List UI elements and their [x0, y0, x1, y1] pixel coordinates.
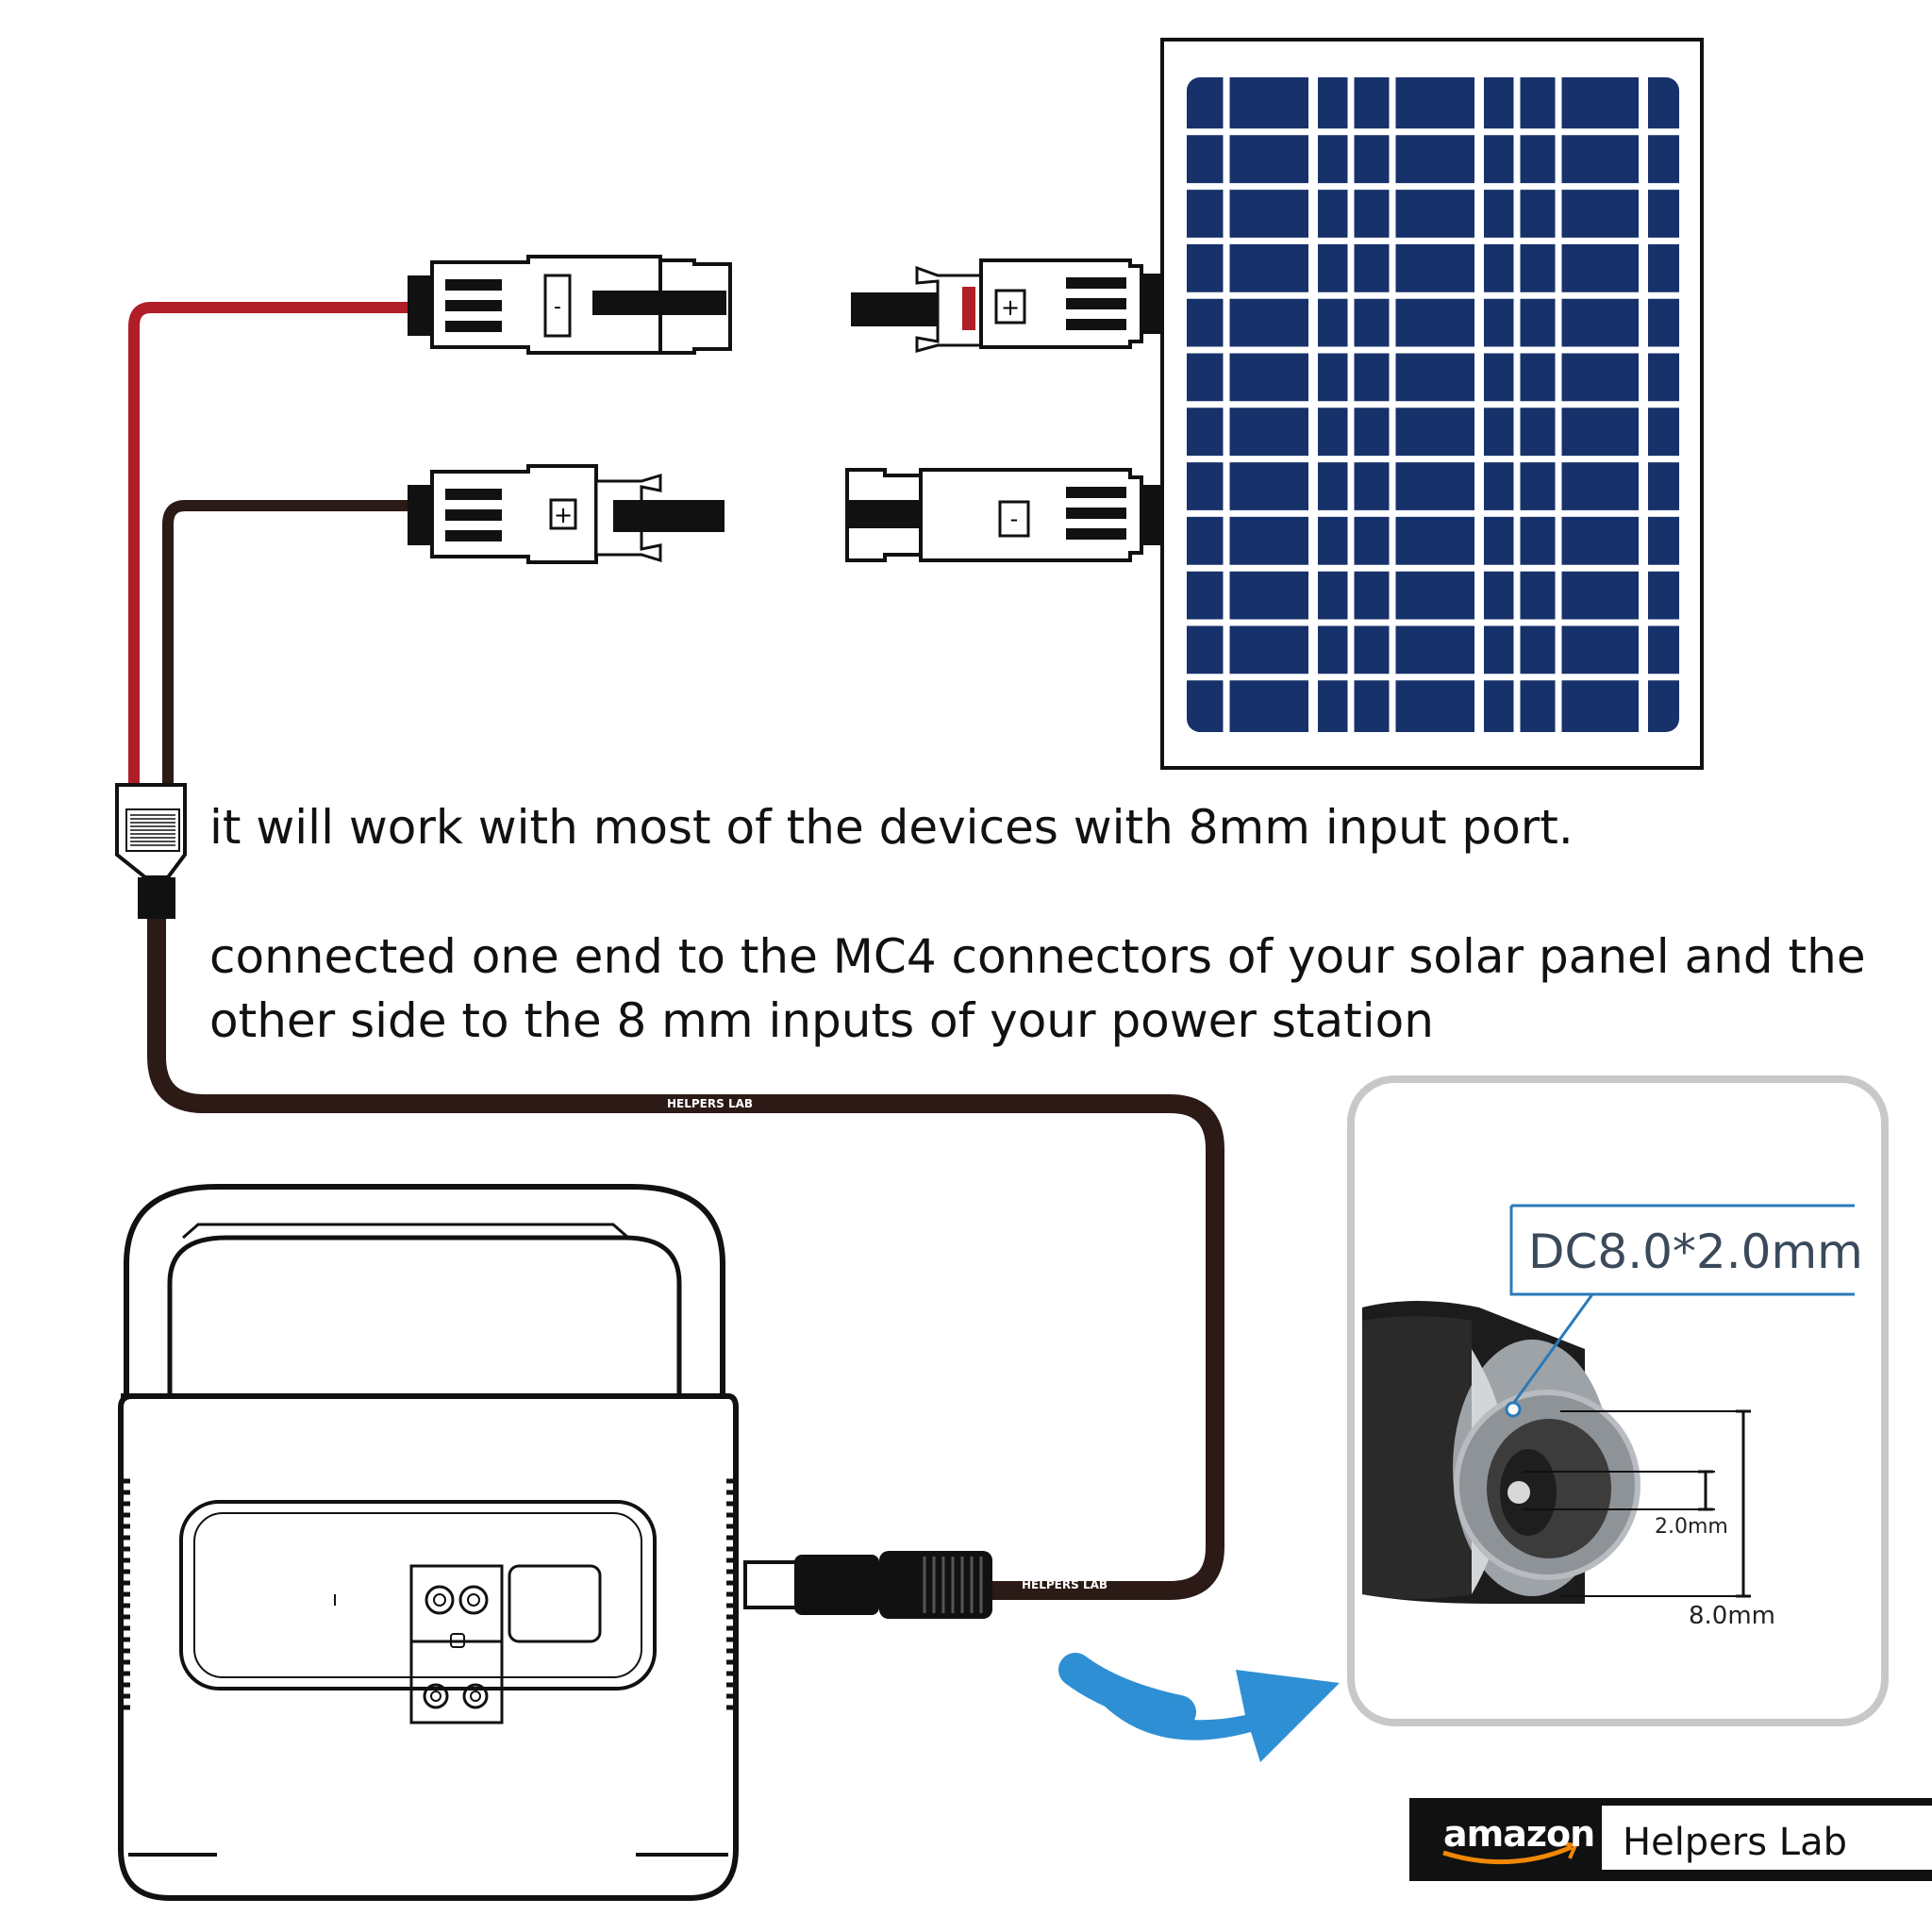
svg-text:+: +: [1001, 294, 1020, 321]
caption-instructions-line-2: other side to the 8 mm inputs of your po…: [209, 993, 1434, 1048]
connector-spec-label: DC8.0*2.0mm: [1528, 1224, 1863, 1279]
svg-text:+: +: [554, 502, 573, 528]
y-splitter: [115, 783, 187, 919]
svg-text:-: -: [554, 295, 561, 319]
positive-wire: [128, 302, 413, 798]
cable-print: HELPERS LAB: [667, 1097, 754, 1110]
main-cable: [147, 887, 1224, 1600]
outer-diameter-label: 8.0mm: [1689, 1602, 1776, 1630]
brand-name: Helpers Lab: [1623, 1821, 1847, 1864]
y-cable-wires: [128, 302, 1224, 1600]
caption-instructions-line-1: connected one end to the MC4 connectors …: [209, 929, 1866, 984]
cable-print: HELPERS LAB: [1022, 1578, 1108, 1591]
store-badge: [1409, 1798, 1932, 1881]
caption-compat: it will work with most of the devices wi…: [209, 800, 1574, 855]
mc4-positive-panel-connector: +: [851, 258, 1164, 353]
dc-8mm-plug: [743, 1551, 992, 1619]
plug-closeup: [1347, 1075, 1889, 1726]
mc4-negative-female-left: -: [408, 255, 732, 355]
mc4-positive-male-left: +: [408, 464, 724, 564]
inner-diameter-label: 2.0mm: [1655, 1515, 1728, 1539]
negative-wire: [162, 500, 413, 798]
power-station: [118, 1184, 739, 1901]
solar-panel: [1160, 38, 1704, 770]
svg-text:-: -: [1010, 506, 1019, 532]
arrow-icon: [1058, 1653, 1340, 1762]
caption-instructions: connected one end to the MC4 connectors …: [209, 924, 1866, 1053]
mc4-negative-panel-connector: -: [845, 468, 1164, 562]
amazon-logo: amazon: [1443, 1813, 1595, 1855]
